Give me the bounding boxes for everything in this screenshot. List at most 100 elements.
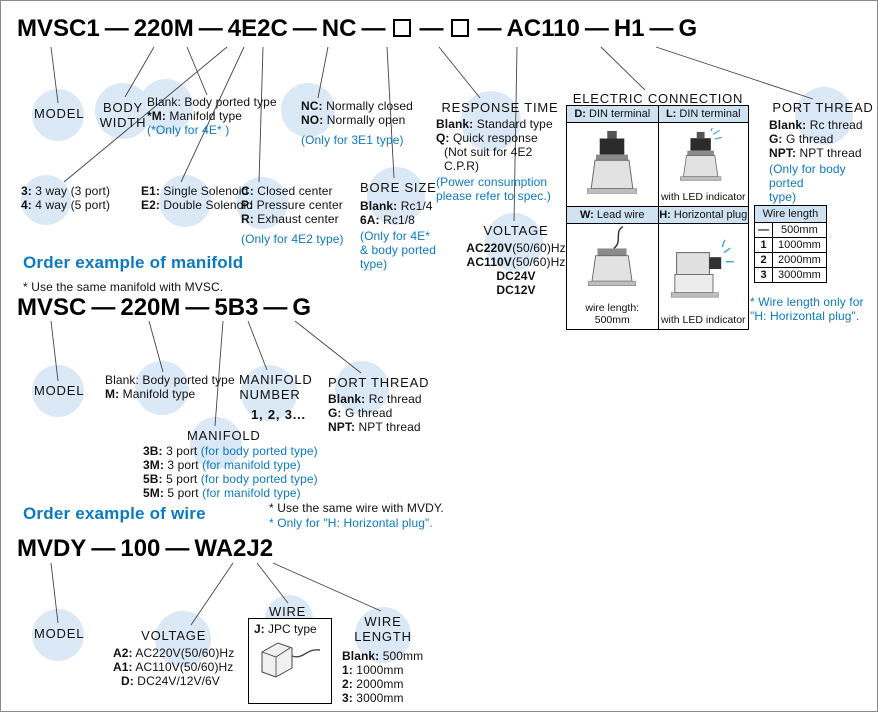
body-type-block: Blank: Body ported type *M: Manifold typ… [147, 95, 277, 137]
port-thread-key: Blank: [328, 392, 366, 406]
nc-text: Normally closed [322, 99, 413, 113]
din-terminal-drawing [567, 123, 658, 206]
voltage-line: A2: AC220V(50/60)Hz [113, 646, 234, 660]
solenoid-text: Double Solenoid [159, 198, 253, 212]
voltage-text: DC24V/12V/6V [133, 674, 220, 688]
ec-key: H: [659, 209, 671, 221]
nc-line: NO: Normally open [301, 113, 413, 127]
dash-icon: — [198, 15, 223, 42]
nc-text: Normally open [323, 113, 406, 127]
solenoid-block: E1: Single Solenoid E2: Double Solenoid [141, 184, 253, 212]
wire-length-text: 2000mm [352, 677, 404, 691]
body-type-blank: Blank: Body ported type [147, 95, 277, 109]
wire-length-value: 2000mm [772, 252, 827, 268]
bore-key: Blank: [360, 199, 398, 213]
port-thread-key: G: [328, 406, 342, 420]
voltage-key: AC220V [466, 241, 513, 255]
voltage-line: DC12V [466, 283, 566, 297]
ec-cell-din: D: DIN terminal [567, 106, 658, 206]
body-width-label: BODY WIDTH [99, 100, 147, 130]
response-line: Q: Quick response [436, 131, 564, 145]
wire-example-note: * Use the same wire with MVDY. [269, 501, 444, 515]
wire-length-line: 3: 3000mm [342, 691, 423, 705]
voltage-line: A1: AC110V(50/60)Hz [113, 660, 234, 674]
body-type-key: M: [105, 387, 120, 401]
bore-note: & body ported [360, 243, 437, 257]
bubble [32, 365, 84, 417]
voltage-key: DC12V [496, 283, 536, 297]
response-note: (Power consumption [436, 175, 548, 189]
lead-wire-drawing [567, 224, 658, 302]
manifold-note: (for manifold type) [202, 486, 301, 500]
wire-length-note: * Wire length only for "H: Horizontal pl… [750, 295, 864, 323]
body-type-line: Blank: Body ported type [105, 373, 235, 387]
code-seg-model: MVSC1 [17, 15, 100, 42]
way-line: 3: 3 way (3 port) [21, 184, 110, 198]
port-thread-line: NPT: NPT thread [328, 420, 429, 434]
body-type-line: *M: Manifold type [147, 109, 277, 123]
manifold-key: 5M: [143, 486, 164, 500]
way-key: 3: [21, 184, 32, 198]
manifold-text: 5 port [162, 472, 201, 486]
bubble [367, 167, 425, 225]
code-seg-body-width: 220M [133, 15, 194, 42]
manifold-title: MANIFOLD [187, 428, 261, 443]
dash-icon: — [584, 15, 609, 42]
voltage-line: DC24V [466, 269, 566, 283]
nc-block: NC: Normally closed NO: Normally open (O… [301, 99, 413, 147]
code-seg-thread: G [678, 15, 698, 42]
wire-type-box: J: JPC type [248, 618, 332, 704]
wire-length-line: 1: 1000mm [342, 663, 423, 677]
bubble [32, 89, 84, 141]
ec-key: L: [665, 108, 677, 120]
nc-note: (Only for 3E1 type) [301, 133, 404, 147]
wire-length-key: Blank: [342, 649, 380, 663]
manifold-number-title-line: MANIFOLD [239, 372, 313, 387]
body-type-text: Manifold type [165, 109, 243, 123]
dash-icon: — [104, 15, 129, 42]
port-thread-key: NPT: [769, 146, 797, 160]
voltage-text: AC110V(50/60)Hz [132, 660, 234, 674]
way-text: 4 way (5 port) [31, 198, 111, 212]
voltage-key: DC24V [496, 269, 536, 283]
manifold-key: 3M: [143, 458, 164, 472]
wire-length-key: 2: [342, 677, 353, 691]
code-seg-body-width: 220M [120, 294, 181, 321]
center-line: R: Exhaust center [241, 212, 344, 226]
solenoid-text: Single Solenoid [159, 184, 249, 198]
manifold-text: 5 port [163, 486, 203, 500]
bore-text: Rc1/4 [397, 199, 433, 213]
ec-text: Lead wire [593, 209, 645, 221]
code-seg-valve: 4E2C [227, 15, 288, 42]
code-seg-nc: NC [321, 15, 357, 42]
bore-line: Blank: Rc1/4 [360, 199, 470, 213]
dash-icon: — [91, 294, 116, 321]
port-thread-title: PORT THREAD [328, 375, 430, 390]
dash-icon: — [165, 535, 190, 562]
solenoid-line: E2: Double Solenoid [141, 198, 253, 212]
wire-length-key: — [754, 222, 773, 238]
ec-key: W: [579, 209, 594, 221]
ec-text: DIN terminal [676, 108, 741, 120]
voltage-key: D: [121, 674, 134, 688]
wire-type-label: J: JPC type [254, 622, 331, 636]
manifold-options-block: 3B: 3 port (for body ported type) 3M: 3 … [143, 444, 318, 500]
port-thread-text: G thread [782, 132, 834, 146]
port-thread-text: NPT thread [355, 420, 421, 434]
port-thread-block: PORT THREAD Blank: Rc thread G: G thread… [769, 100, 877, 204]
manifold-key: 3B: [143, 444, 163, 458]
port-thread-text: Rc thread [806, 118, 863, 132]
bubble [241, 365, 297, 421]
code-seg-model: MVDY [17, 535, 87, 562]
model-label: MODEL [34, 106, 85, 121]
wire-length-title-line: LENGTH [354, 629, 412, 644]
center-line: C: Closed center [241, 184, 344, 198]
port-thread-key: NPT: [328, 420, 356, 434]
center-key: C: [241, 184, 254, 198]
way-block: 3: 3 way (3 port) 4: 4 way (5 port) [21, 184, 110, 212]
bore-key: 6A: [360, 213, 380, 227]
bubble [281, 83, 335, 137]
electric-connection-title: ELECTRIC CONNECTION [572, 91, 744, 106]
